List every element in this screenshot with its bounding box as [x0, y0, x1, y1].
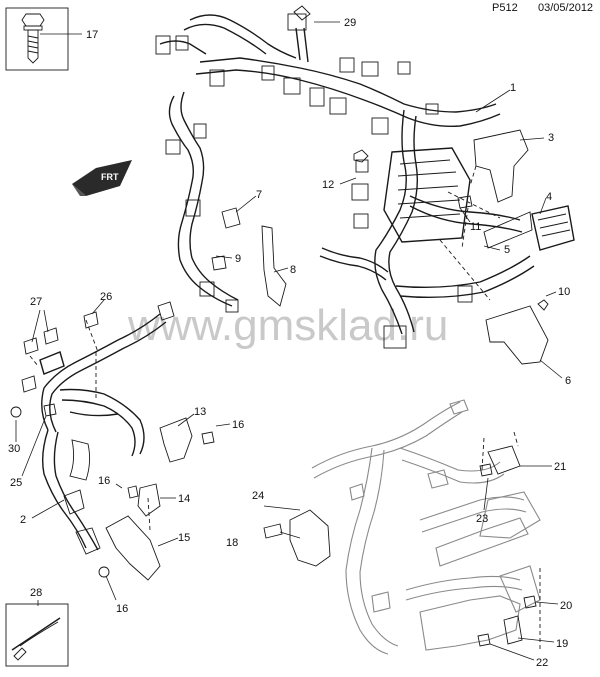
- callout-15: 15: [178, 532, 190, 544]
- callout-29: 29: [344, 17, 356, 29]
- callout-12: 12: [322, 179, 334, 191]
- page-code: P512: [492, 2, 518, 14]
- callout-21: 21: [554, 461, 566, 473]
- callout-20: 20: [560, 600, 572, 612]
- cable-tie-inset-28: [5, 603, 69, 667]
- leader-lines: [15, 21, 563, 661]
- transmission-harness: [263, 399, 541, 655]
- callout-16-middle: 16: [98, 475, 110, 487]
- callout-30: 30: [8, 443, 20, 455]
- callout-16-lower: 16: [116, 603, 128, 615]
- callout-1: 1: [510, 82, 516, 94]
- callout-16-upper: 16: [232, 419, 244, 431]
- callout-18: 18: [226, 537, 238, 549]
- callout-4: 4: [546, 191, 552, 203]
- fwd-badge-label: FRT: [101, 172, 119, 182]
- callout-10: 10: [558, 286, 570, 298]
- callout-3: 3: [548, 132, 554, 144]
- callout-8: 8: [290, 264, 296, 276]
- callout-23: 23: [476, 513, 488, 525]
- callout-17: 17: [86, 29, 98, 41]
- callout-19: 19: [556, 638, 568, 650]
- callout-14: 14: [178, 493, 190, 505]
- callout-2: 2: [20, 514, 26, 526]
- callout-13: 13: [194, 406, 206, 418]
- diagram-date: 03/05/2012: [538, 2, 594, 14]
- callout-11: 11: [470, 221, 481, 233]
- callout-25: 25: [10, 477, 22, 489]
- bolt-inset-17: [5, 7, 69, 71]
- engine-harness: [155, 5, 575, 365]
- callout-22: 22: [536, 657, 548, 669]
- watermark: www.gmsklad.ru: [127, 301, 448, 350]
- callout-24: 24: [252, 490, 264, 502]
- battery-harness: [10, 301, 215, 581]
- callout-6: 6: [565, 375, 571, 387]
- callout-28: 28: [30, 587, 42, 599]
- callout-26: 26: [100, 291, 112, 303]
- callout-7: 7: [256, 189, 262, 201]
- callout-27: 27: [30, 296, 42, 308]
- callout-5: 5: [504, 244, 510, 256]
- callout-9: 9: [235, 253, 241, 265]
- forward-arrow-icon: FRT: [72, 160, 132, 196]
- callout-labels: 1 2 3 4 5 6 7 8 9 10 11 12 13 14 15 16 1…: [8, 17, 572, 669]
